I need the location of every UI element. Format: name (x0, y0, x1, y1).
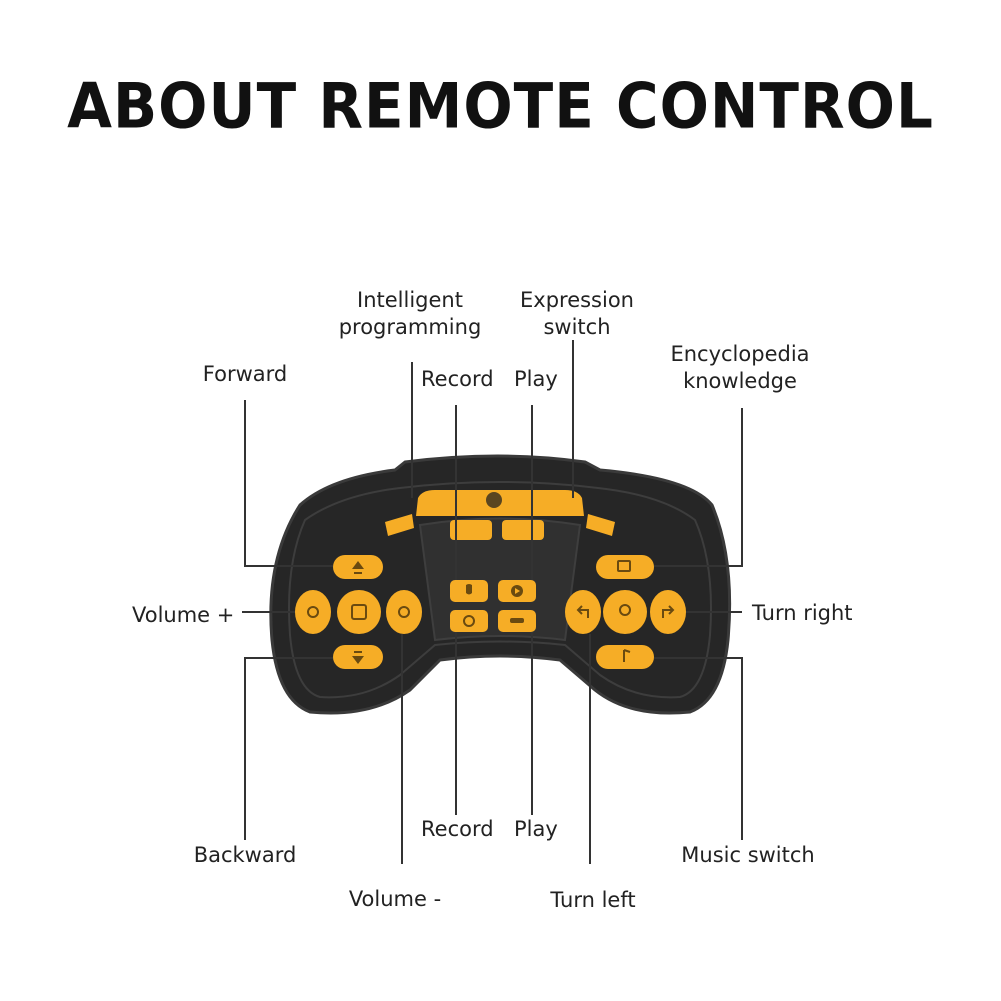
leader-forward (244, 400, 333, 567)
book-icon (617, 560, 631, 572)
lower-left-center-button[interactable] (450, 610, 488, 632)
label-encyclopedia-line2: knowledge (683, 369, 797, 393)
turn-left-button[interactable] (565, 590, 601, 634)
leader-music-switch (654, 657, 743, 840)
expression-switch-button[interactable] (502, 520, 544, 540)
arrow-down-icon (352, 651, 364, 664)
center-keys (450, 580, 536, 632)
label-record-top: Record (421, 367, 494, 391)
bulb-icon (619, 604, 631, 616)
label-play-bottom: Play (514, 817, 558, 841)
top-right-wing (586, 514, 615, 536)
turn-right-icon (662, 605, 675, 618)
left-center-button[interactable] (337, 590, 381, 634)
right-dpad (565, 555, 686, 669)
arrow-left-icon (307, 606, 319, 618)
top-left-wing (385, 514, 414, 536)
page-title: ABOUT REMOTE CONTROL (67, 69, 934, 143)
volume-minus-button[interactable] (386, 590, 422, 634)
label-expression-line2: switch (543, 315, 611, 339)
label-encyclopedia-line1: Encyclopedia (670, 342, 810, 366)
flower-icon (463, 615, 475, 627)
label-backward: Backward (193, 843, 297, 867)
top-keys (385, 490, 615, 540)
microphone-icon (466, 584, 472, 595)
music-note-icon (623, 649, 631, 662)
label-volume-minus: Volume - (348, 887, 442, 911)
square-icon (351, 604, 367, 620)
label-intelligent-line2: programming (338, 315, 482, 339)
remote-inner-rim (288, 481, 712, 699)
leader-backward (244, 657, 333, 840)
left-dpad (295, 555, 422, 669)
label-intelligent-programming: Intelligent programming (320, 287, 500, 341)
label-turn-left: Turn left (550, 888, 636, 912)
label-forward: Forward (202, 362, 288, 386)
label-intelligent-line1: Intelligent (357, 288, 463, 312)
label-play-top: Play (514, 367, 558, 391)
leader-encyclopedia (654, 408, 743, 567)
volume-plus-button[interactable] (295, 590, 331, 634)
turn-right-button[interactable] (650, 590, 686, 634)
label-turn-right: Turn right (752, 601, 853, 625)
leader-lines (242, 340, 743, 864)
remote-center-panel (418, 517, 582, 642)
expression-icon (510, 618, 524, 623)
label-music-switch: Music switch (681, 843, 815, 867)
encyclopedia-knowledge-button[interactable] (596, 555, 654, 579)
play-icon-triangle (515, 588, 520, 594)
right-center-button[interactable] (603, 590, 647, 634)
label-volume-plus: Volume + (132, 603, 235, 627)
label-expression-line1: Expression (520, 288, 634, 312)
swirl-logo-icon (486, 492, 502, 508)
arrow-right-icon (398, 606, 410, 618)
label-record-bottom: Record (421, 817, 494, 841)
arrow-up-icon (352, 561, 364, 574)
label-expression-switch: Expression switch (492, 287, 662, 341)
label-encyclopedia-knowledge: Encyclopedia knowledge (645, 341, 835, 395)
intelligent-programming-button[interactable] (450, 520, 492, 540)
turn-left-icon (576, 605, 589, 618)
